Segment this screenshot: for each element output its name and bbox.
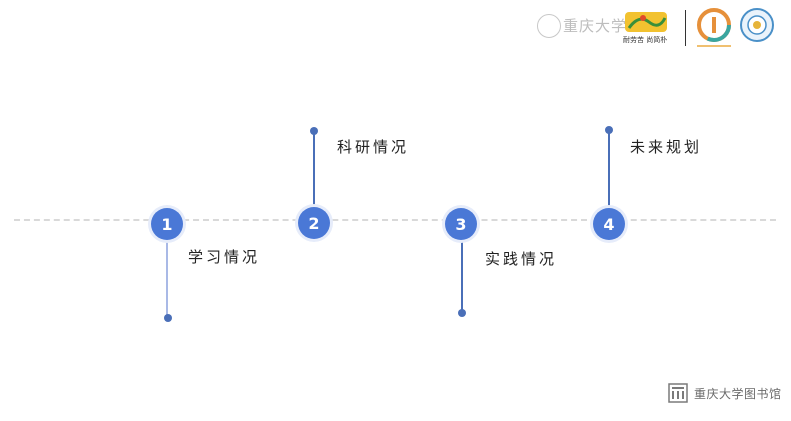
badge-motto: 耐劳苦 尚简朴: [623, 36, 668, 44]
node-number-3: 3: [455, 214, 467, 234]
timeline-node-2: 2: [298, 207, 330, 239]
timeline-node-3: 3: [445, 208, 477, 240]
connector-dot-3: [458, 309, 466, 317]
logo-divider: [685, 10, 686, 46]
node-number-2: 2: [308, 213, 320, 233]
connector-line-4: [608, 130, 610, 210]
timeline-label-2: 科研情况: [337, 138, 410, 156]
library-name: 重庆大学图书馆: [694, 386, 782, 401]
university-seal-icon: [537, 14, 561, 38]
header-logos: 重庆大学 耐劳苦 尚简朴: [535, 6, 785, 50]
event-badge-icon: [625, 12, 667, 32]
school-badge-icon: [740, 8, 774, 42]
connector-line-3: [461, 238, 463, 313]
node-number-4: 4: [603, 214, 615, 234]
library-watermark: 重庆大学图书馆: [668, 383, 782, 403]
university-name: 重庆大学: [563, 17, 628, 35]
timeline-node-4: 4: [593, 208, 625, 240]
connector-line-1: [166, 238, 168, 318]
timeline-axis: [14, 219, 776, 221]
library-icon: [668, 383, 688, 403]
timeline-node-1: 1: [151, 208, 183, 240]
timeline-label-1: 学习情况: [188, 248, 261, 266]
connector-dot-1: [164, 314, 172, 322]
circle-emblem-icon: [697, 8, 731, 42]
timeline-label-3: 实践情况: [485, 250, 558, 268]
timeline-label-4: 未来规划: [630, 138, 703, 156]
node-number-1: 1: [161, 214, 173, 234]
connector-line-2: [313, 131, 315, 211]
emblem-caption: [697, 45, 731, 47]
